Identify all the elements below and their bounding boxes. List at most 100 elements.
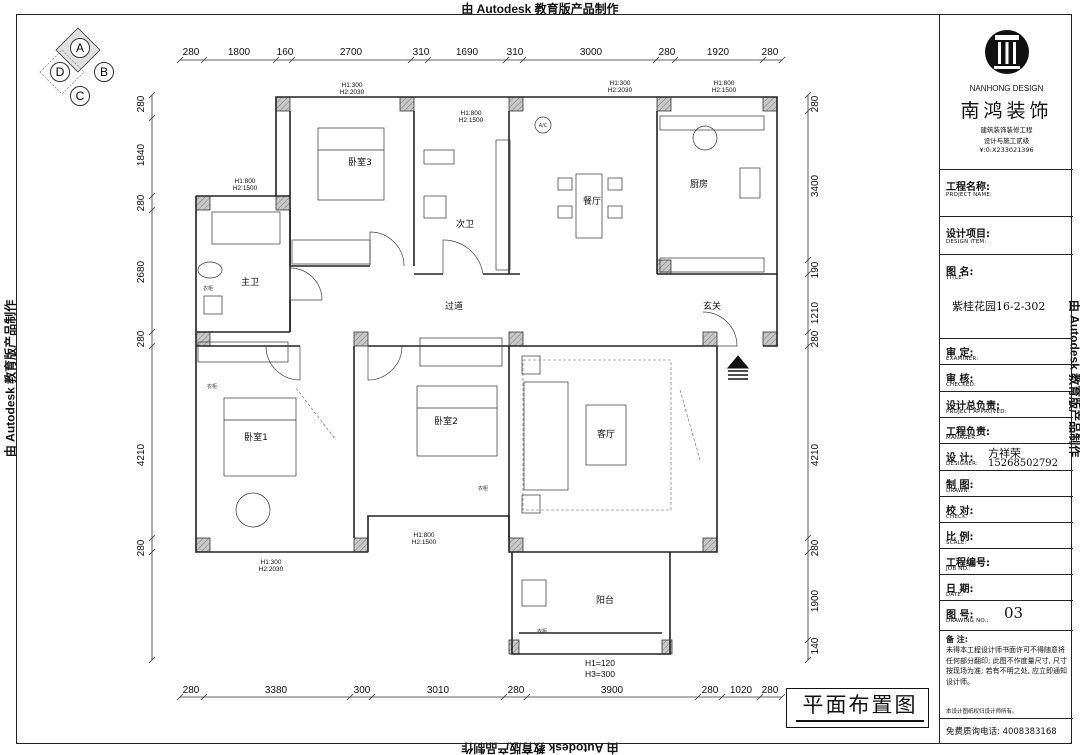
window-note: H2:1500	[233, 185, 258, 192]
dimension-tick	[694, 693, 702, 701]
ceiling-lines	[295, 359, 701, 511]
dimension-label-left: 280	[136, 330, 147, 347]
dimension-label-right: 4210	[810, 443, 821, 466]
dimension-tick	[272, 56, 280, 64]
brand-line: 建筑装饰装修工程	[980, 126, 1033, 134]
small-labels: A/C 衣柜 衣柜 衣柜 衣柜	[203, 123, 548, 635]
window-note: H1:800	[461, 110, 482, 117]
sublabel: PROJECT APPROVED:	[946, 409, 1007, 415]
cabinet-label: 衣柜	[478, 485, 488, 492]
sublabel: CHECK:	[946, 514, 968, 520]
balcony-note: H1=120	[585, 658, 615, 668]
room-bedroom3: 卧室3	[348, 156, 372, 168]
title-block: NANHONG DESIGN 南鸿装饰 建筑装饰装修工程 设计与施工贰级 ¥:0…	[939, 14, 1073, 744]
room-master-bath: 主卫	[241, 276, 259, 288]
dimension-tick	[804, 636, 812, 644]
label: 设计总负责:	[946, 401, 1000, 412]
window-note: H2:2030	[608, 87, 633, 94]
label: 校 对:	[946, 506, 974, 517]
dimension-label-bottom: 1020	[730, 685, 753, 696]
row-design-item: 设计项目: DESIGN ITEM:	[940, 216, 1073, 245]
label: 比 例:	[946, 532, 974, 543]
row-notes: 备 注: 未得本工程设计师书面许可不得随意将任何部分翻印; 此图不作度量尺寸, …	[940, 630, 1073, 715]
label: 工程负责:	[946, 427, 990, 438]
dimension-tick	[148, 328, 156, 336]
dimension-tick	[523, 693, 531, 701]
dimension-label-top: 280	[183, 47, 200, 58]
dimension-tick	[176, 693, 184, 701]
row-drawing-no: 图 号: DRAWING NO.: 03	[940, 600, 1073, 624]
drawing-title-value: 紫桂花园16-2-302	[952, 300, 1046, 313]
dimension-tick	[759, 56, 767, 64]
ac-label: A/C	[539, 123, 548, 129]
dimension-tick	[368, 693, 376, 701]
wall-columns	[195, 96, 778, 655]
label: 设 计:	[946, 453, 974, 464]
dimension-tick	[200, 693, 208, 701]
row-manager: 工程负责: MANAGER:	[940, 417, 1073, 441]
window-notes: H1:300 H2:2030 H1:800 H2:1500 H1:300 H2:…	[233, 80, 737, 679]
plan-title: 平面布置图	[796, 692, 924, 722]
room-bedroom2: 卧室2	[434, 415, 458, 427]
sublabel: DESIGNER:	[946, 461, 978, 467]
sublabel: DATE:	[946, 592, 964, 598]
dimension-label-top: 1800	[228, 47, 251, 58]
dimension-label-left: 4210	[136, 443, 147, 466]
sublabel: TITLE:	[946, 275, 964, 281]
compass-d-label: D	[56, 65, 65, 79]
cabinet-label: 衣柜	[203, 285, 213, 292]
label: 工程名称:	[946, 182, 990, 193]
dimension-tick	[804, 534, 812, 542]
row-designer: 设 计: DESIGNER: 方祥荣 15268502792	[940, 443, 1073, 469]
designer-phone: 15268502792	[988, 458, 1058, 469]
room-balcony: 阳台	[596, 594, 614, 606]
room-living: 客厅	[597, 428, 615, 440]
drawing-frame	[16, 14, 1072, 744]
row-approved: 设计总负责: PROJECT APPROVED:	[940, 391, 1073, 415]
hotline: 免费质询电话: 4008383168	[946, 727, 1057, 737]
sublabel: EXAMINER:	[946, 356, 979, 362]
room-dining: 餐厅	[583, 195, 601, 207]
dimension-label-top: 2700	[340, 47, 363, 58]
window-note: H1:300	[342, 82, 363, 89]
brand-cn: 南鸿装饰	[960, 100, 1053, 122]
dimension-label-right: 140	[810, 637, 821, 654]
sublabel: CHECKED:	[946, 382, 977, 388]
dimension-tick	[407, 56, 415, 64]
watermark-top: 由 Autodesk 教育版产品制作	[461, 2, 619, 16]
dimension-label-right: 280	[810, 539, 821, 556]
dimension-tick	[804, 342, 812, 350]
dimension-label-top: 310	[507, 47, 524, 58]
label: 设计项目:	[946, 229, 990, 240]
dimension-label-right: 1210	[810, 301, 821, 324]
room-second-bath: 次卫	[456, 218, 474, 230]
dimension-label-left: 280	[136, 539, 147, 556]
dimension-tick	[778, 693, 786, 701]
dimension-tick	[148, 342, 156, 350]
dimension-tick	[671, 56, 679, 64]
balcony-note: H3=300	[585, 669, 615, 679]
dimension-label-top: 1920	[707, 47, 730, 58]
dimension-tick	[519, 56, 527, 64]
dimension-label-top: 310	[413, 47, 430, 58]
dimension-tick	[804, 328, 812, 336]
row-checked: 审 核: CHECKED:	[940, 364, 1073, 388]
dimension-tick	[148, 91, 156, 99]
dimension-tick	[652, 56, 660, 64]
row-title: 图 名: TITLE: 紫桂花园16-2-302	[940, 254, 1073, 313]
dimension-label-bottom: 280	[762, 685, 779, 696]
room-bedroom1: 卧室1	[244, 431, 268, 443]
window-note: H2:2030	[340, 89, 365, 96]
compass-rose	[39, 27, 114, 106]
brand-line: 设计与施工贰级	[983, 137, 1030, 145]
furniture	[197, 115, 765, 607]
door-swings	[265, 231, 738, 381]
label: 制 图:	[946, 480, 974, 491]
dimension-label-top: 280	[762, 47, 779, 58]
row-examiner: 审 定: EXAMINER:	[940, 338, 1073, 362]
dimension-label-bottom: 3010	[427, 685, 450, 696]
dimension-tick	[804, 91, 812, 99]
notes-small: 本设计图纸权归设计师所有。	[946, 709, 1018, 715]
dimension-label-bottom: 280	[183, 685, 200, 696]
